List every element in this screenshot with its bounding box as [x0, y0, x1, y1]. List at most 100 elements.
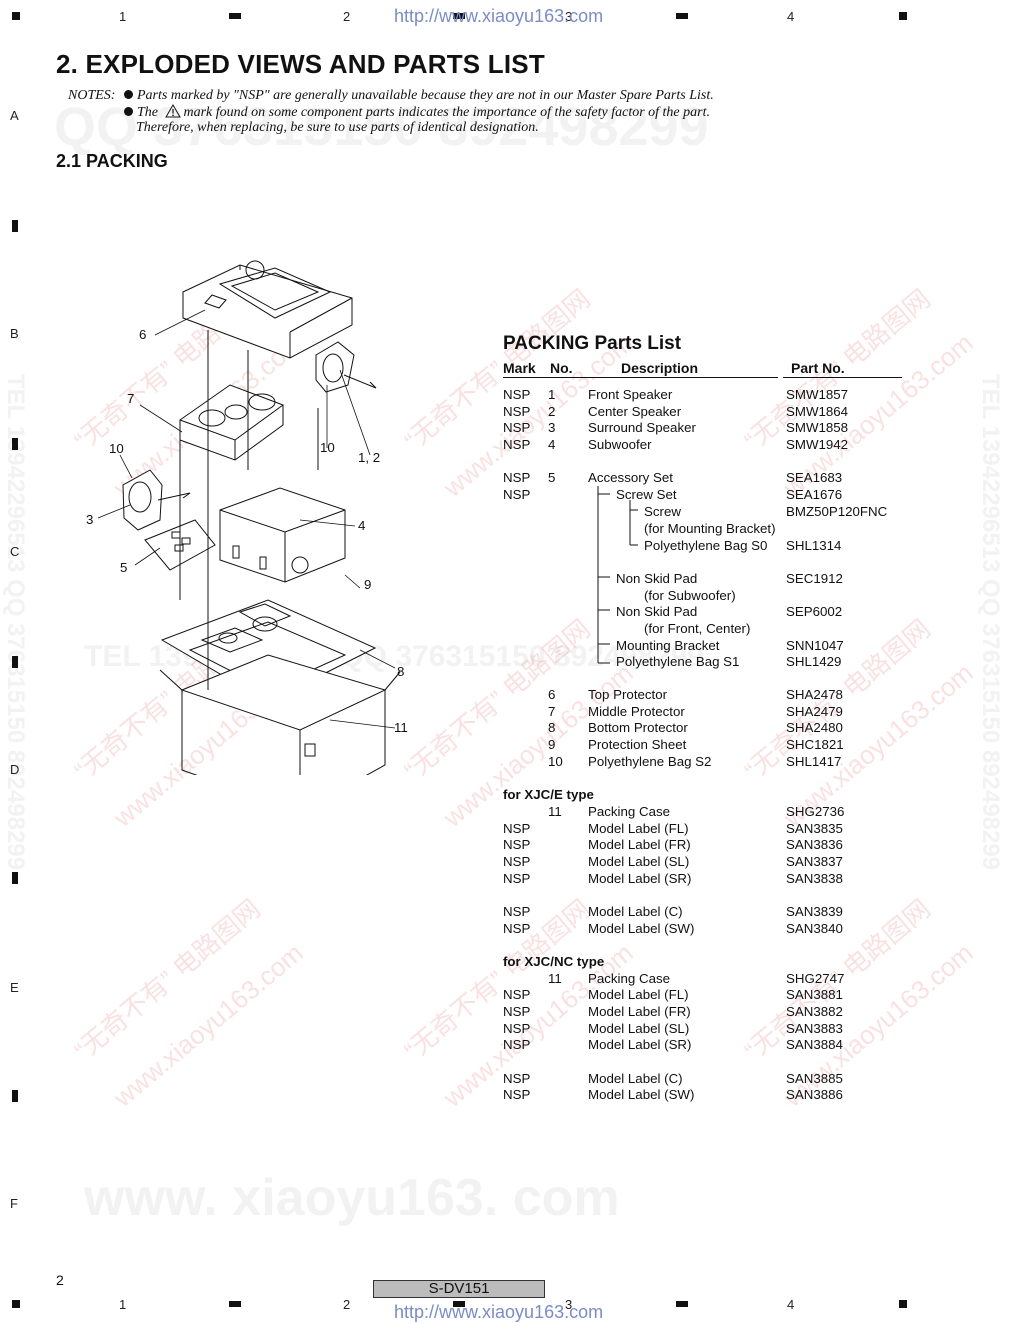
row-part-no: SAN3840 — [786, 921, 843, 936]
callout-1-2: 1, 2 — [358, 450, 381, 465]
row-part-no: SAN3884 — [786, 1037, 843, 1052]
row-description: Packing Case — [588, 804, 671, 819]
row-part-no: SMW1942 — [786, 437, 849, 452]
callout-10-left: 10 — [109, 441, 124, 456]
row-part-no: SEA1683 — [786, 470, 843, 485]
row-part-no: SHL1314 — [786, 538, 842, 553]
row-part-no: SEC1912 — [786, 571, 843, 586]
row-part-no: SAN3838 — [786, 871, 843, 886]
watermark-qq: QQ 376315150 892498299 — [54, 97, 709, 157]
col-header-no: No. — [550, 360, 573, 376]
row-description: Non Skid Pad — [616, 604, 698, 619]
registration-mark — [899, 12, 907, 20]
row-description: Polyethylene Bag S0 — [644, 538, 768, 553]
row-description: Model Label (SL) — [588, 854, 690, 869]
row-mark: NSP — [503, 837, 531, 852]
row-no: 3 — [548, 420, 556, 435]
row-no: 1 — [548, 387, 556, 402]
callout-9: 9 — [364, 577, 372, 592]
accessory-tree-lines — [597, 486, 638, 664]
row-no: 10 — [548, 754, 563, 769]
row-mark: NSP — [503, 1037, 531, 1052]
row-part-no: SHC1821 — [786, 737, 844, 752]
middle-protector — [179, 384, 284, 461]
row-part-no: BMZ50P120FNC — [786, 504, 888, 519]
registration-mark — [453, 1301, 465, 1307]
row-part-no: SMW1858 — [786, 420, 849, 435]
callout-3: 3 — [86, 512, 94, 527]
row-part-no: SAN3839 — [786, 904, 843, 919]
row-description: Screw — [644, 504, 681, 519]
callout-5: 5 — [120, 560, 128, 575]
registration-mark — [676, 13, 688, 19]
row-no: 4 — [548, 437, 556, 452]
grid-col-2-bottom: 2 — [343, 1297, 351, 1312]
row-mark: NSP — [503, 1071, 531, 1086]
watermark-side-right: TEL 13942296513 QQ 376315150 892498299 — [977, 374, 1004, 870]
row-description: Front Speaker — [588, 387, 673, 402]
row-description: Polyethylene Bag S1 — [616, 654, 740, 669]
registration-mark — [12, 438, 18, 450]
row-description: Model Label (SR) — [588, 871, 692, 886]
row-mark: NSP — [503, 854, 531, 869]
row-description: Bottom Protector — [588, 720, 688, 735]
row-part-no: SMW1864 — [786, 404, 849, 419]
registration-mark — [899, 1300, 907, 1308]
model-label: S-DV151 — [373, 1280, 545, 1298]
row-part-no: SAN3835 — [786, 821, 843, 836]
grid-col-3: 3 — [565, 9, 573, 24]
row-description: Model Label (SR) — [588, 1037, 692, 1052]
poly-bag-left — [122, 469, 191, 531]
row-description: Model Label (FL) — [588, 821, 689, 836]
registration-mark — [12, 12, 20, 20]
row-description: Model Label (SW) — [588, 921, 695, 936]
footer-link[interactable]: http://www.xiaoyu163.com — [394, 1302, 604, 1322]
row-part-no: SMW1857 — [786, 387, 849, 402]
row-no: 8 — [548, 720, 556, 735]
row-no: 11 — [548, 804, 562, 819]
row-mark: NSP — [503, 1087, 531, 1102]
row-description: Center Speaker — [588, 404, 682, 419]
row-description: Screw Set — [616, 487, 677, 502]
group-title-xjc-e: for XJC/E type — [503, 787, 594, 802]
row-mark: NSP — [503, 987, 531, 1002]
row-no: 5 — [548, 470, 556, 485]
row-part-no: SHG2747 — [786, 971, 845, 986]
col-header-part-no: Part No. — [791, 360, 845, 376]
registration-mark — [12, 872, 18, 884]
row-mark: NSP — [503, 437, 531, 452]
registration-mark — [12, 1300, 20, 1308]
grid-row-d: D — [10, 762, 20, 777]
row-no: 2 — [548, 404, 556, 419]
row-mark: NSP — [503, 387, 531, 402]
row-part-no: SNN1047 — [786, 638, 844, 653]
registration-mark — [229, 13, 241, 19]
grid-row-b: B — [10, 326, 19, 341]
callout-6: 6 — [139, 327, 147, 342]
row-part-no: SHG2736 — [786, 804, 845, 819]
row-part-no: SAN3886 — [786, 1087, 843, 1102]
grid-col-4: 4 — [787, 9, 795, 24]
row-part-no: SHA2478 — [786, 687, 843, 702]
packing-exploded-diagram — [97, 260, 401, 775]
row-mark: NSP — [503, 921, 531, 936]
grid-col-3-bottom: 3 — [565, 1297, 573, 1312]
poly-bag-right — [315, 341, 377, 393]
registration-mark — [676, 1301, 688, 1307]
note-1: Parts marked by "NSP" are generally unav… — [124, 88, 714, 105]
row-mark: NSP — [503, 871, 531, 886]
row-part-no: SHL1429 — [786, 654, 842, 669]
row-description: Protection Sheet — [588, 737, 687, 752]
page-number: 2 — [56, 1272, 64, 1288]
row-part-no: SAN3837 — [786, 854, 843, 869]
row-description: Polyethylene Bag S2 — [588, 754, 712, 769]
warning-triangle-icon — [164, 104, 181, 118]
row-part-no: SAN3836 — [786, 837, 843, 852]
note-2-text-b: mark found on some component parts indic… — [183, 105, 710, 120]
section-title: 2.1 PACKING — [56, 151, 168, 171]
header-link[interactable]: http://www.xiaoyu163.com — [394, 6, 604, 26]
registration-mark — [12, 220, 18, 232]
grid-col-4-bottom: 4 — [787, 1297, 795, 1312]
row-part-no: SAN3885 — [786, 1071, 843, 1086]
row-description: Surround Speaker — [588, 420, 696, 435]
